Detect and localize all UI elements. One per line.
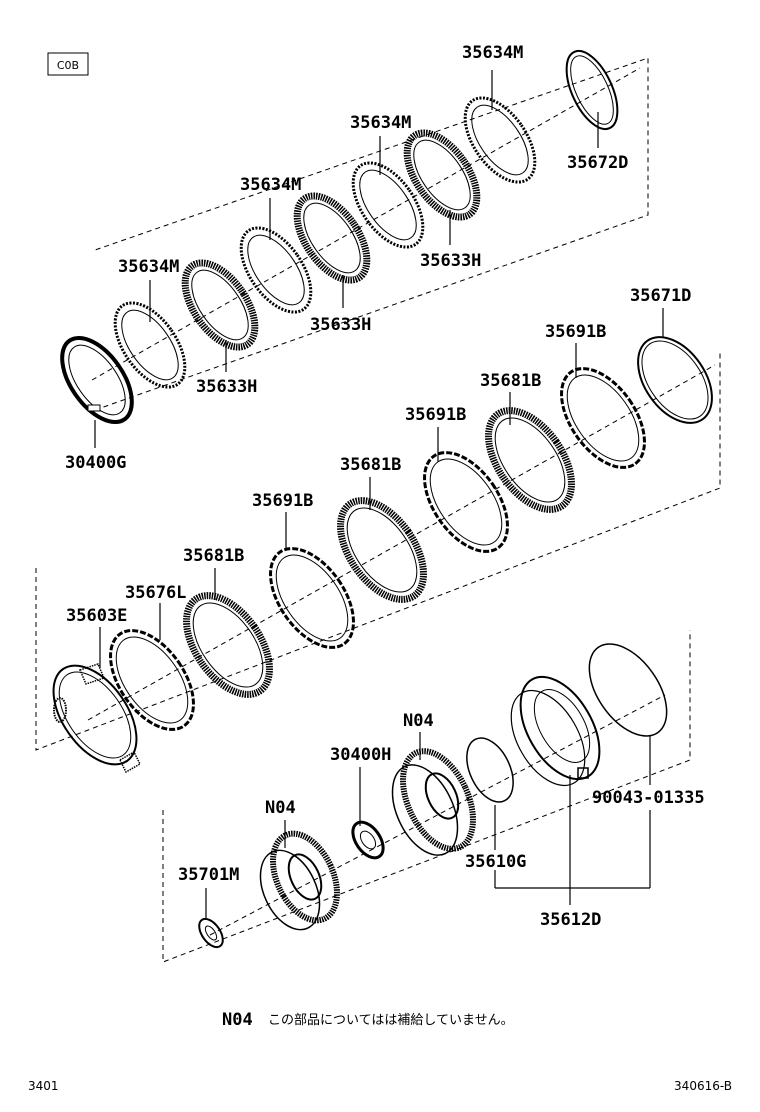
code-box: C0B [47, 52, 89, 76]
part-oring-35610G [466, 737, 514, 803]
part-plate-35634M-2 [239, 226, 313, 314]
part-plate-35691B-1 [269, 547, 355, 649]
group-outline-top [94, 57, 649, 411]
part-oring-90043-01335 [588, 643, 668, 737]
part-ring-gear-N04-right [391, 748, 476, 856]
note: N04 この部品についてはは補給していません。 [222, 1010, 514, 1030]
group-outline-middle [35, 350, 721, 751]
label-35634M-2: 35634M [350, 113, 411, 133]
part-piston-35603E [52, 663, 141, 774]
part-thrust-washer-35701M [198, 917, 224, 949]
part-plate-35691B-3 [560, 367, 646, 469]
label-35691B-1: 35691B [545, 322, 606, 342]
leader-lines [94, 70, 664, 918]
part-disc-35633H-2 [293, 192, 371, 284]
part-plate-35634M-3 [351, 161, 425, 249]
label-35612D: 35612D [540, 910, 601, 930]
label-35633H-2: 35633H [310, 315, 371, 335]
label-35634M-top: 35634M [462, 43, 523, 63]
part-snap-ring-30400G [60, 335, 134, 425]
label-35634M-4: 35634M [118, 257, 179, 277]
part-plate-35634M-4 [463, 96, 537, 184]
part-disc-35681B-1 [183, 592, 273, 698]
label-35672D: 35672D [567, 153, 628, 173]
part-disc-35681B-2 [337, 497, 427, 603]
label-35681B-2: 35681B [340, 455, 401, 475]
label-35633H-3: 35633H [196, 377, 257, 397]
label-35603E: 35603E [66, 606, 127, 626]
axis-lines [87, 67, 716, 936]
label-35676L: 35676L [125, 583, 186, 603]
part-plate-35676L [109, 629, 195, 731]
label-30400G: 30400G [65, 453, 126, 473]
part-housing-35612D [510, 675, 601, 787]
label-35691B-2: 35691B [405, 405, 466, 425]
part-thrust-washer-30400H [351, 820, 385, 860]
label-35681B-1: 35681B [480, 371, 541, 391]
part-sun-gear-N04-left [259, 830, 340, 931]
part-snap-ring-35672D [565, 50, 619, 130]
part-labels: 35634M 35672D 35634M 35634M 35633H 35634… [65, 43, 705, 930]
code-box-label: C0B [57, 59, 79, 72]
label-35691B-3: 35691B [252, 491, 313, 511]
label-35701M: 35701M [178, 865, 239, 885]
group-outline-bottom [162, 630, 691, 963]
label-35634M-3: 35634M [240, 175, 301, 195]
footer-left-code: 3401 [28, 1079, 59, 1093]
part-disc-35633H-3 [403, 129, 481, 221]
note-text: この部品についてはは補給していません。 [268, 1013, 514, 1028]
part-disc-35633H-1 [181, 259, 259, 351]
label-35633H-1: 35633H [420, 251, 481, 271]
note-code: N04 [222, 1010, 253, 1030]
label-30400H: 30400H [330, 745, 391, 765]
part-snap-ring-35671D [637, 336, 713, 424]
label-90043-01335: 90043-01335 [592, 788, 705, 808]
footer-right-code: 340616-B [674, 1079, 732, 1093]
label-35610G: 35610G [465, 852, 526, 872]
part-disc-35681B-3 [485, 407, 575, 513]
part-plate-35691B-2 [423, 451, 509, 553]
label-35681B-3: 35681B [183, 546, 244, 566]
label-35671D: 35671D [630, 286, 691, 306]
label-N04-right: N04 [403, 711, 434, 731]
label-N04-left: N04 [265, 798, 296, 818]
footer: 3401 340616-B [28, 1079, 732, 1093]
